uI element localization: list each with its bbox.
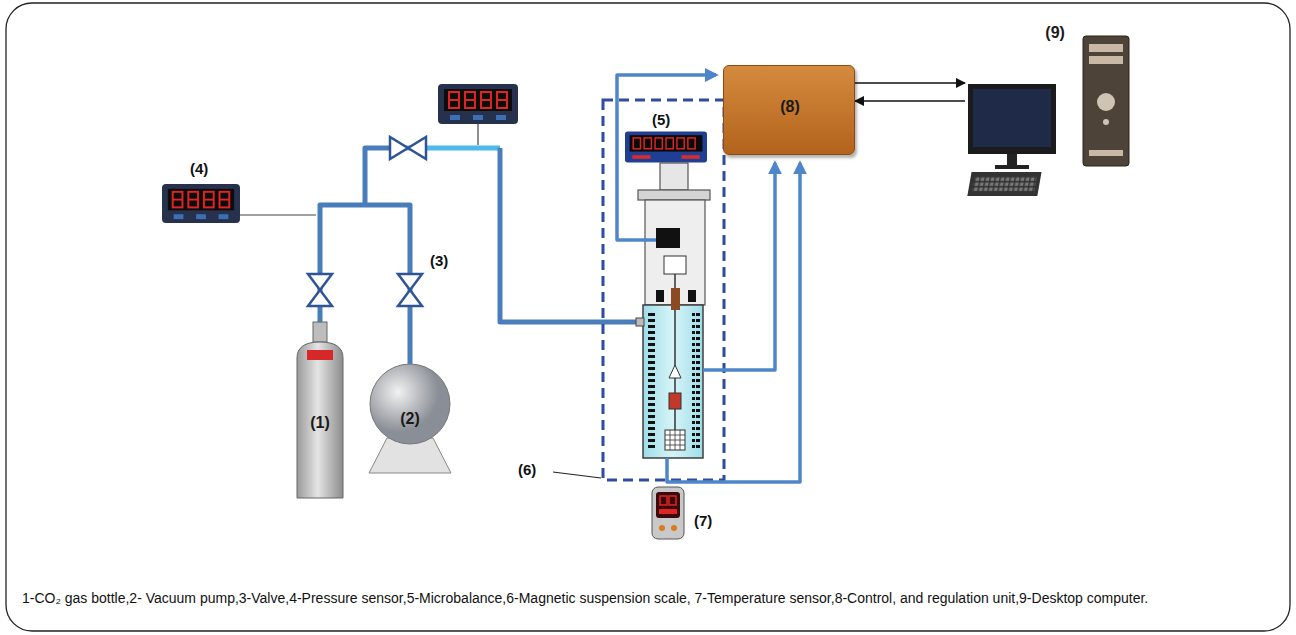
control-unit: (8) [723, 65, 855, 155]
data-arrow [855, 82, 965, 84]
vacuum-pump: (2) [365, 364, 455, 474]
valve-symbol [390, 137, 426, 159]
callout-number: (5) [652, 111, 670, 128]
data-arrow [855, 100, 965, 102]
microbalance-display [625, 132, 707, 163]
valve-symbol [308, 274, 332, 306]
gas-pipes [365, 148, 641, 322]
callout-number: (1) [310, 414, 330, 432]
gas-pipe [320, 205, 410, 364]
leader-line [553, 472, 601, 478]
callout-number: (6) [518, 461, 536, 478]
signal-line [617, 75, 800, 482]
callout-number: (3) [430, 252, 448, 269]
figure-frame [6, 3, 1290, 631]
pump-shape [365, 364, 455, 474]
callout-number: (4) [190, 160, 208, 177]
sensor-wire [240, 214, 316, 215]
temperature-sensor [652, 487, 684, 539]
pressure-sensor [438, 84, 518, 124]
callout-number: (8) [780, 98, 800, 116]
dashed-region [603, 100, 724, 480]
figure-caption: 1-CO₂ gas bottle,2- Vacuum pump,3-Valve,… [22, 590, 1277, 607]
gas-bottle: (1) [295, 322, 345, 500]
callout-number: (7) [694, 512, 712, 529]
valve-symbol [398, 274, 422, 306]
bottle-shape [295, 322, 345, 500]
callout-number: (2) [400, 410, 420, 428]
suspension-vessel [636, 163, 710, 458]
computer-shape [965, 22, 1135, 202]
pressure-sensor [162, 184, 240, 223]
callout-number: (9) [1045, 24, 1065, 42]
desktop-computer: (9) [965, 22, 1135, 202]
sensor-wire [477, 124, 478, 145]
